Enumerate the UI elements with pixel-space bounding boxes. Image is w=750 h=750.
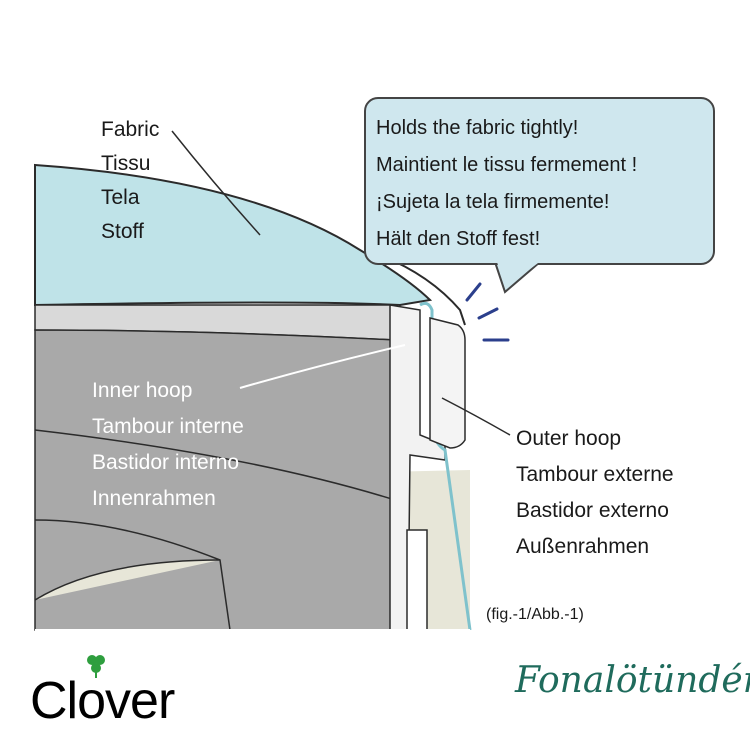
fabric-label-es: Tela <box>101 186 140 209</box>
inner-hoop-label-en: Inner hoop <box>92 379 193 402</box>
inner-hoop-arc-2 <box>34 559 221 601</box>
inner-hoop-label-es: Bastidor interno <box>92 451 240 474</box>
fabric-label-de: Stoff <box>101 220 144 243</box>
outer-hoop-leader <box>441 397 511 436</box>
outer-hoop-labels: Outer hoop Tambour externe Bastidor exte… <box>516 421 674 565</box>
outer-hoop-label-fr: Tambour externe <box>516 463 674 486</box>
fabric-surface <box>34 163 433 307</box>
bubble-text: Holds the fabric tightly! Maintient le t… <box>376 110 637 258</box>
fabric-labels: Fabric Tissu Tela Stoff <box>101 113 159 249</box>
outer-hoop-label-es: Bastidor externo <box>516 499 669 522</box>
bubble-line-en: Holds the fabric tightly! <box>376 117 579 139</box>
bubble-line-es: ¡Sujeta la tela firmemente! <box>376 191 610 213</box>
clover-logo-art: Clover <box>30 655 176 730</box>
fabric-label-en: Fabric <box>101 118 160 141</box>
inner-hoop-curve <box>34 429 396 501</box>
fabric-leader <box>171 130 261 236</box>
inner-hoop-leader <box>239 344 406 389</box>
figure-caption: (fig.-1/Abb.-1) <box>486 606 584 623</box>
shamrock-icon <box>87 655 105 678</box>
inner-hoop-label-fr: Tambour interne <box>92 415 244 438</box>
fabric-label-fr: Tissu <box>101 152 151 175</box>
speech-bubble <box>364 97 715 265</box>
emphasis-marks <box>465 282 510 342</box>
inner-hoop-label-de: Innenrahmen <box>92 487 216 510</box>
outer-hoop-label-en: Outer hoop <box>516 427 622 450</box>
outer-hoop <box>429 317 466 449</box>
inner-hoop-labels: Inner hoop Tambour interne Bastidor inte… <box>92 373 244 517</box>
bubble-line-fr: Maintient le tissu fermement ! <box>376 154 638 176</box>
outer-hoop-label-de: Außenrahmen <box>516 535 650 558</box>
inner-hoop-arc <box>34 519 231 631</box>
fonal-logo: Fonalötündér <box>515 660 750 701</box>
clover-logo-text: Clover <box>30 672 175 725</box>
clover-logo: Clover <box>30 650 220 730</box>
bubble-line-de: Hält den Stoff fest! <box>376 228 541 250</box>
fonal-logo-text: Fonalötündér <box>515 660 750 701</box>
